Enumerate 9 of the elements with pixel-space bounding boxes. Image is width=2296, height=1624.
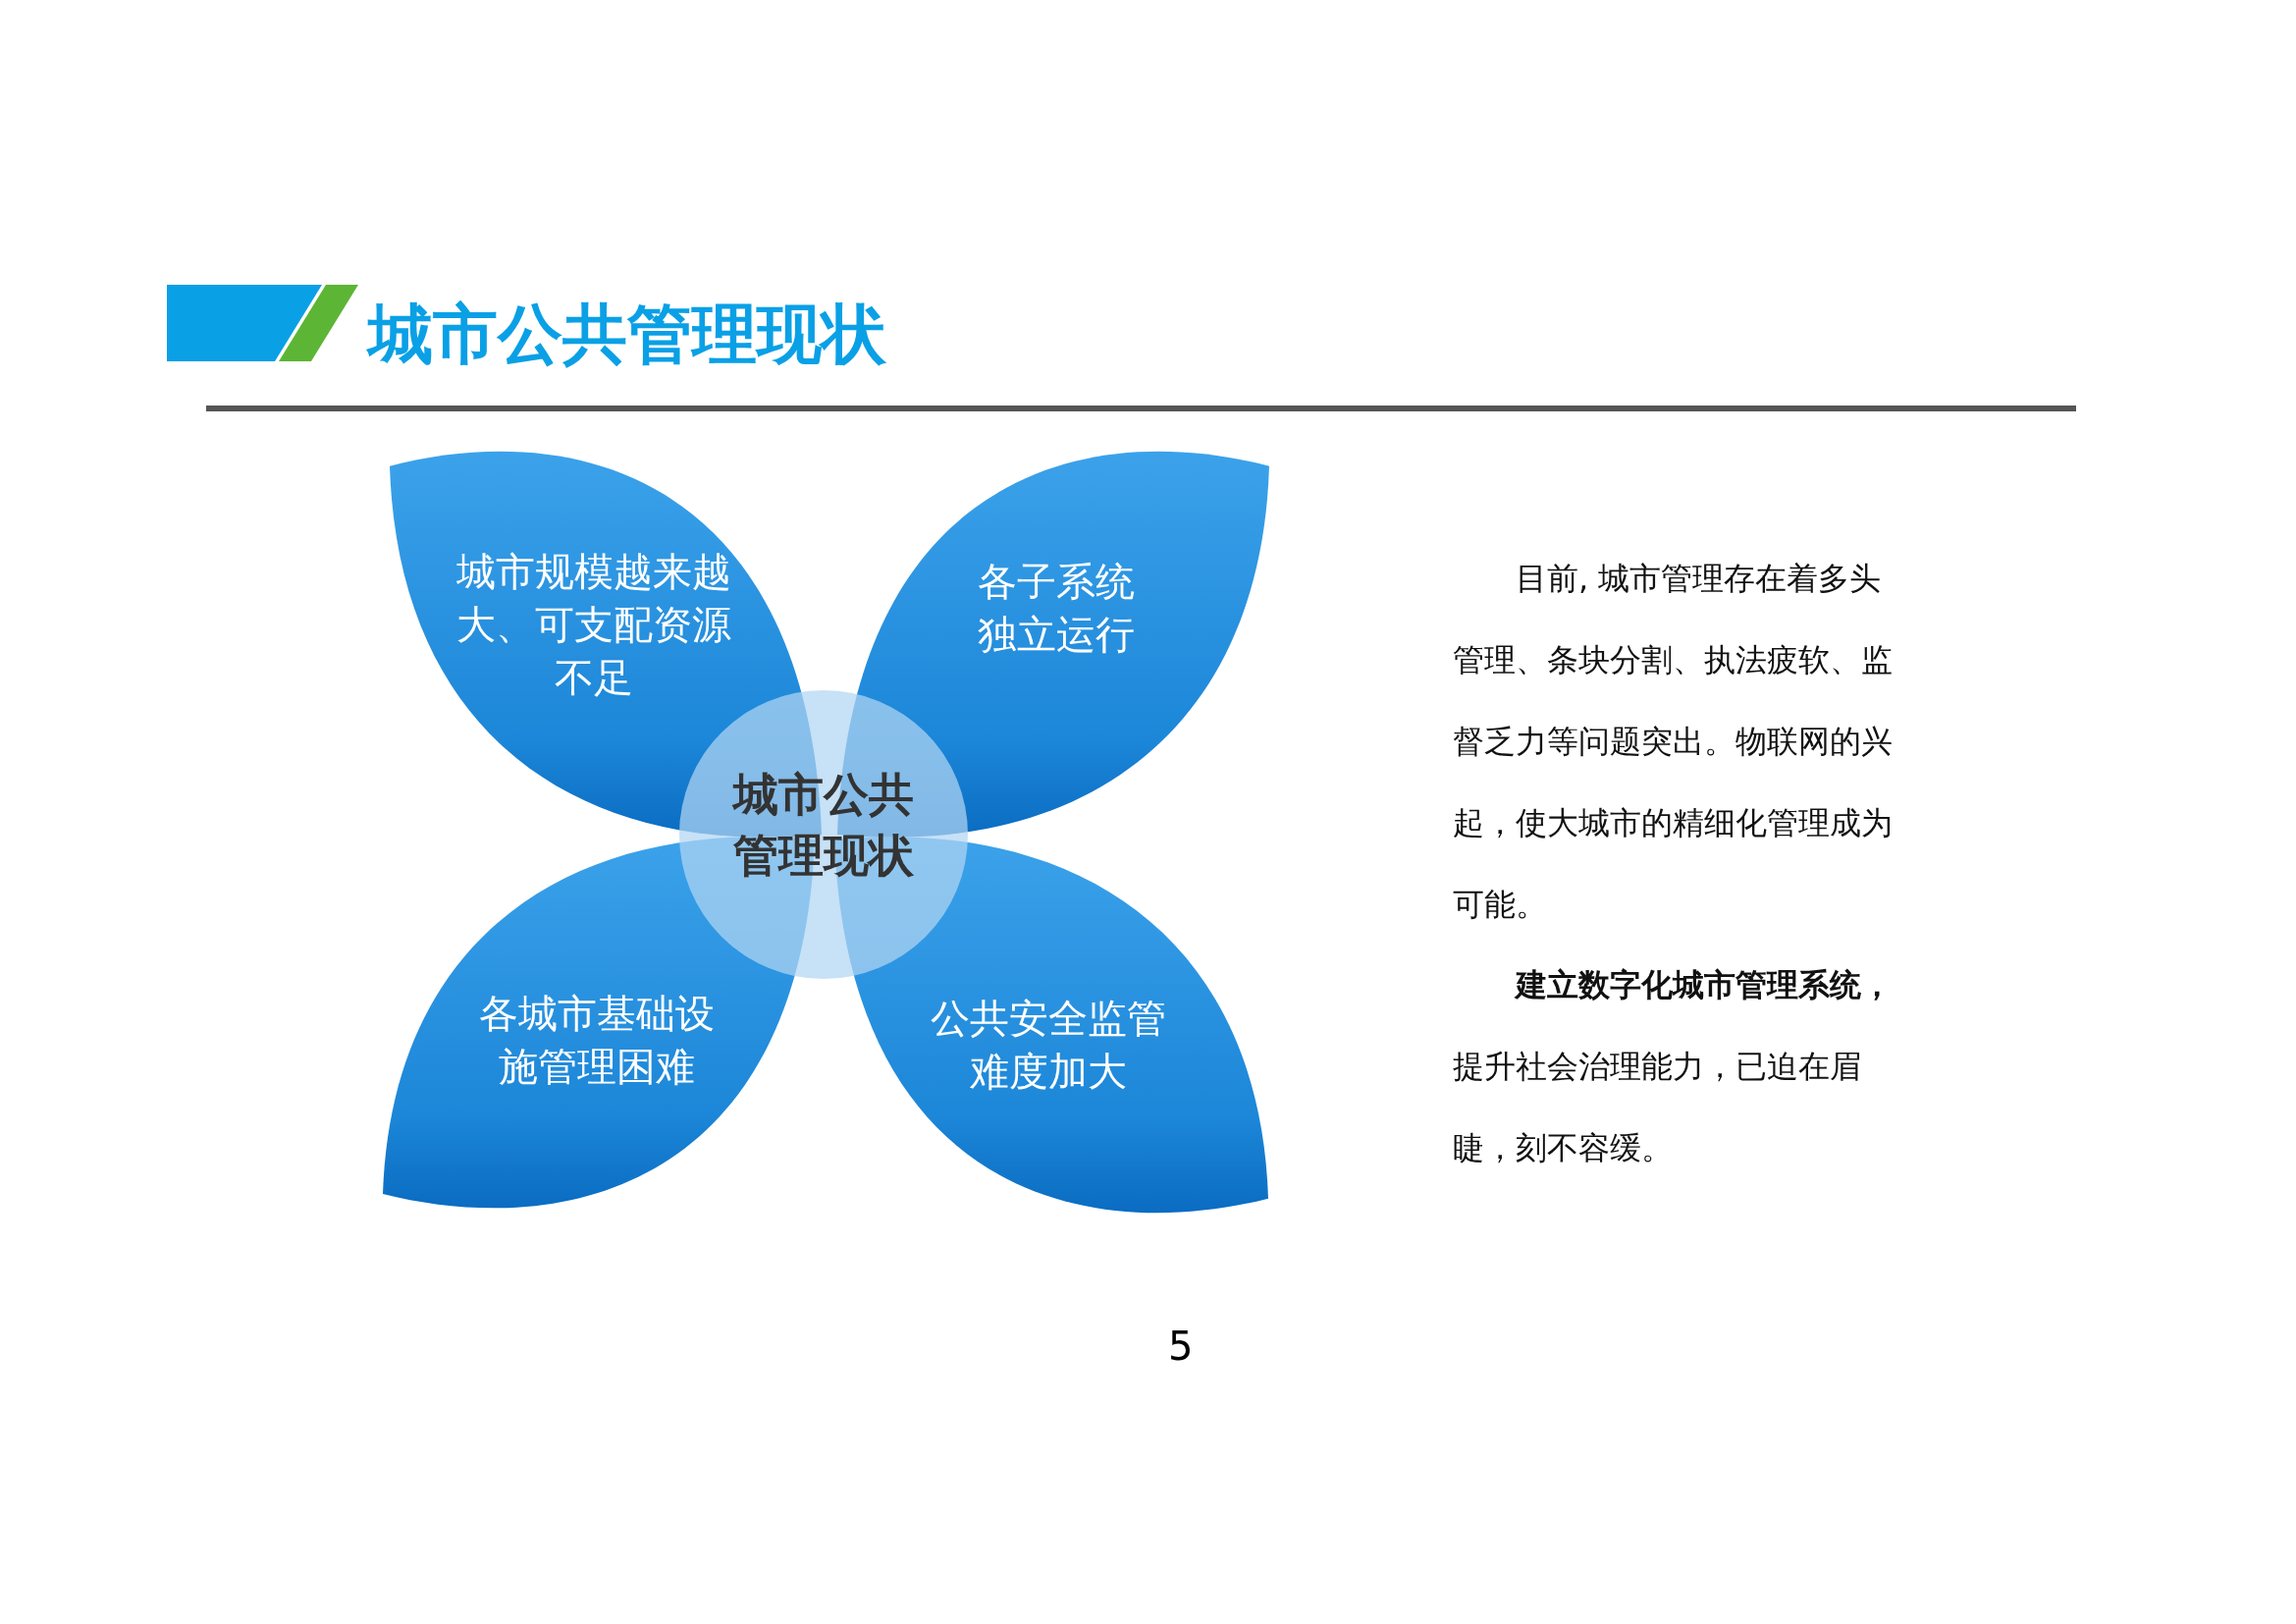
title: 城市公共管理现状 bbox=[368, 296, 886, 374]
paragraph: 目前, 城市管理存在着多头管理、条块分割、执法疲软、监督乏力等问题突出。物联网的兴起，使大城市的精细化管理成为可能。 bbox=[1453, 559, 1894, 925]
node-label: 各城市基础设施管理困难 bbox=[477, 990, 716, 1091]
node-label: 各子系统独立运行 bbox=[976, 558, 1136, 659]
paragraph: 建立数字化城市管理系统，提升社会治理能力，已迫在眉睫，刻不容缓。 bbox=[1453, 965, 1894, 1168]
node-label: 城市公共管理现状 bbox=[730, 767, 915, 884]
node-label: 公共安全监管难度加大 bbox=[929, 995, 1167, 1096]
node-label: 城市规模越来越大、可支配资源不足 bbox=[455, 548, 732, 702]
page-number: 5 bbox=[1168, 1324, 1194, 1369]
